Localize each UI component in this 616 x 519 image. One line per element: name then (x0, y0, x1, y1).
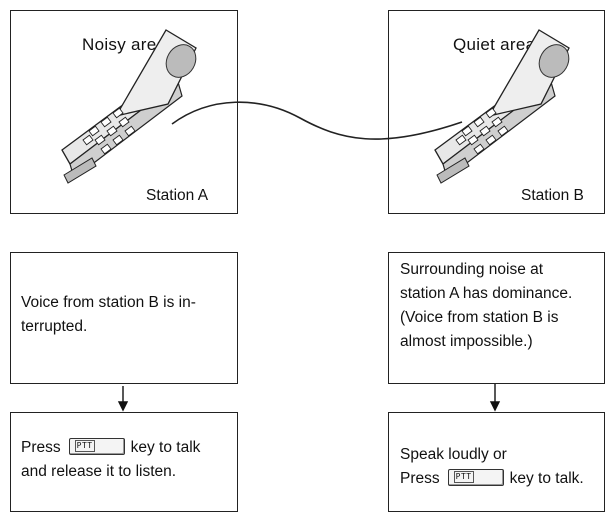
handset-a-icon (61, 29, 197, 184)
action-b-line-2: Press PTT key to talk. (400, 467, 584, 491)
situation-a-line-1: Voice from station B is in- (21, 294, 196, 311)
action-a-line-1: Press PTT key to talk (21, 436, 200, 460)
station-b-label: Station B (521, 187, 584, 204)
action-b-key-text: key to talk. (509, 470, 584, 487)
ptt-key-label: PTT (453, 470, 474, 483)
situation-b-line-4: almost impossible.) (400, 333, 533, 350)
station-b-area-title: Quiet area (453, 35, 536, 54)
handset-b-icon (434, 29, 570, 184)
arrow-down-icon-b (489, 384, 501, 412)
action-a-line-2: and release it to listen. (21, 463, 177, 480)
action-a-press-text: Press (21, 439, 61, 456)
station-a-panel: Noisy area Station A (10, 10, 238, 214)
situation-a-line-2: terrupted. (21, 318, 88, 335)
action-a-key-text: key to talk (130, 439, 201, 456)
situation-b-line-1: Surrounding noise at (400, 261, 544, 278)
action-a-box: Press PTT key to talk and release it to li… (10, 412, 238, 512)
ptt-key-icon: PTT (68, 437, 125, 455)
action-b-box: Speak loudly or Press PTT key to talk. (388, 412, 605, 512)
ptt-key-label: PTT (74, 439, 95, 452)
action-b-press-text: Press (400, 470, 440, 487)
situation-b-box: Surrounding noise at station A has domin… (388, 252, 605, 384)
station-a-area-title: Noisy area (82, 35, 167, 54)
connecting-cable (171, 101, 463, 140)
situation-b-line-2: station A has dominance. (400, 285, 573, 302)
station-a-label: Station A (146, 187, 209, 204)
situation-b-line-3: (Voice from station B is (400, 309, 559, 326)
action-b-line-1: Speak loudly or (400, 446, 507, 463)
arrow-down-icon-a (117, 386, 129, 412)
situation-a-box: Voice from station B is in- terrupted. (10, 252, 238, 384)
ptt-key-icon: PTT (447, 468, 504, 486)
